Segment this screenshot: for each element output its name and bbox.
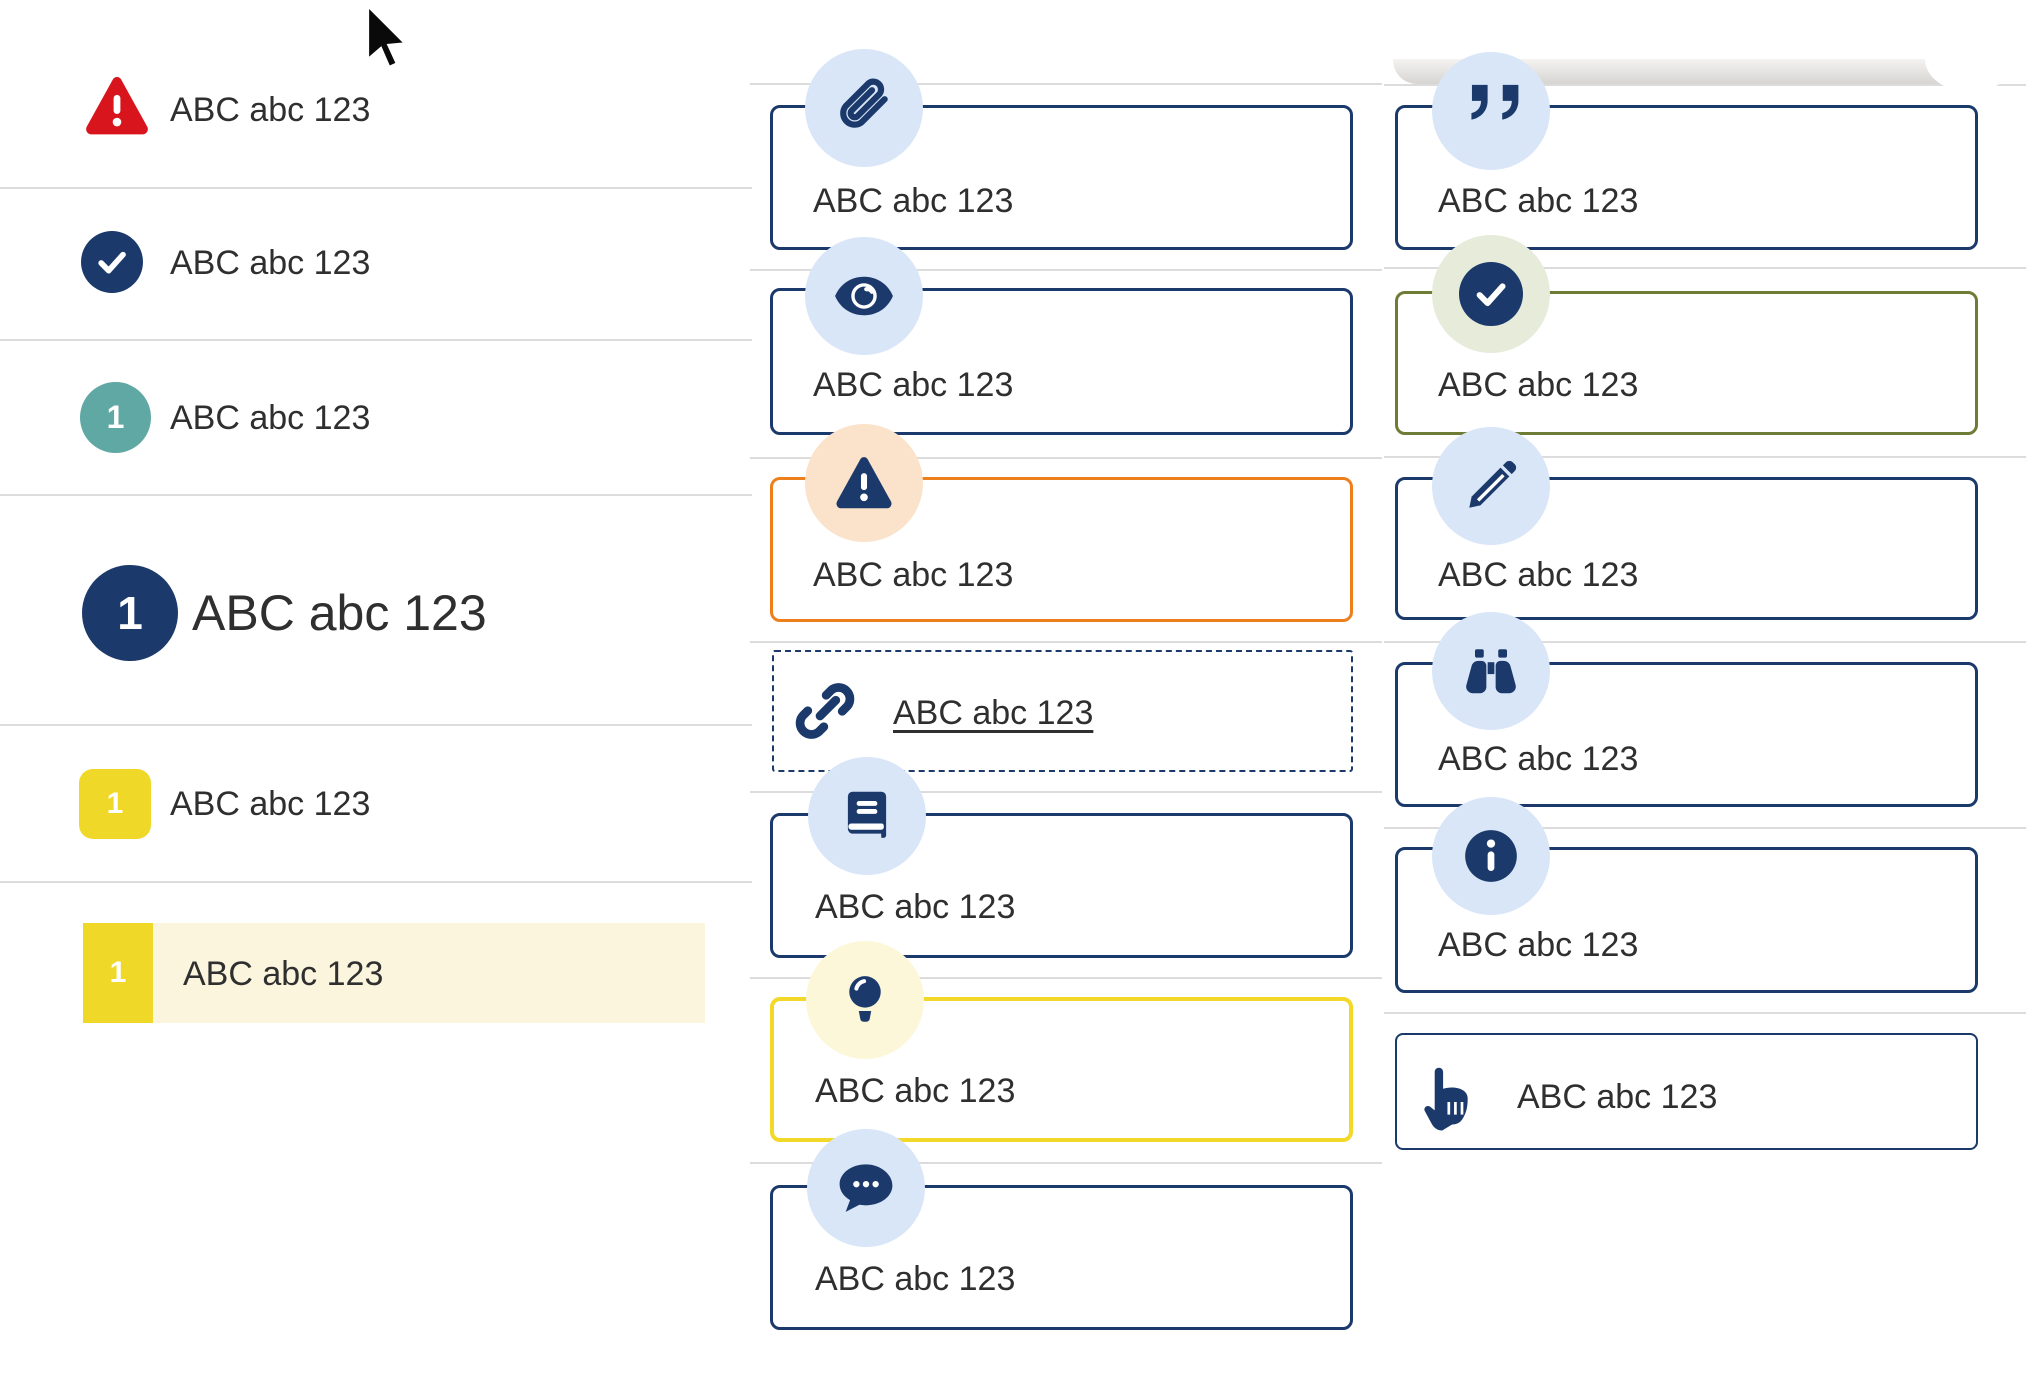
list-item-label: ABC abc 123 [170, 785, 371, 823]
divider [750, 641, 1382, 643]
number-badge-large-icon: 1 [82, 565, 178, 661]
card-label: ABC abc 123 [1517, 1078, 1718, 1116]
info-icon [1432, 797, 1550, 915]
card-label: ABC abc 123 [813, 366, 1014, 404]
callout-card-edit [1395, 477, 1978, 620]
comment-icon [807, 1129, 925, 1247]
list-item-label: ABC abc 123 [170, 399, 371, 437]
divider [1384, 456, 2026, 458]
link-icon [790, 676, 860, 746]
callout-card-warning [770, 477, 1353, 622]
list-item-label: ABC abc 123 [170, 244, 371, 282]
divider [0, 881, 752, 883]
card-label: ABC abc 123 [815, 1260, 1016, 1298]
book-icon [808, 757, 926, 875]
list-item-label: ABC abc 123 [170, 91, 371, 129]
check-circle-icon [1432, 235, 1550, 353]
divider [0, 187, 752, 189]
card-label: ABC abc 123 [1438, 366, 1639, 404]
divider [750, 1162, 1382, 1164]
divider [1384, 827, 2026, 829]
divider [750, 269, 1382, 271]
card-link-label[interactable]: ABC abc 123 [893, 694, 1094, 732]
warning-triangle-icon [805, 424, 923, 542]
mouse-cursor-icon [360, 2, 408, 74]
card-label: ABC abc 123 [1438, 740, 1639, 778]
top-sheet-curve [1925, 26, 2015, 92]
card-label: ABC abc 123 [1438, 926, 1639, 964]
card-label: ABC abc 123 [1438, 556, 1639, 594]
divider [1384, 1012, 2026, 1014]
divider [1384, 267, 2026, 269]
quote-icon [1432, 52, 1550, 170]
divider [750, 457, 1382, 459]
check-circle-icon [81, 231, 143, 293]
divider [0, 724, 752, 726]
pencil-icon [1432, 427, 1550, 545]
card-label: ABC abc 123 [813, 182, 1014, 220]
card-label: ABC abc 123 [815, 1072, 1016, 1110]
alert-triangle-icon [80, 72, 154, 140]
card-label: ABC abc 123 [1438, 182, 1639, 220]
number-badge-icon: 1 [80, 382, 151, 453]
list-item-label: ABC abc 123 [192, 585, 487, 641]
number-badge-square-icon: 1 [83, 923, 153, 1023]
divider [750, 791, 1382, 793]
binoculars-icon [1432, 612, 1550, 730]
callout-card-action[interactable] [1395, 1033, 1978, 1150]
number-badge-square-icon: 1 [79, 769, 151, 839]
divider [0, 339, 752, 341]
highlight-band [153, 923, 705, 1023]
divider [750, 977, 1382, 979]
divider [0, 494, 752, 496]
divider [750, 83, 1382, 85]
callout-card-link[interactable] [772, 650, 1353, 772]
list-item-label: ABC abc 123 [183, 955, 384, 993]
eye-icon [805, 237, 923, 355]
divider [1384, 641, 2026, 643]
divider [1384, 84, 2026, 86]
lightbulb-icon [806, 941, 924, 1059]
hand-pointer-icon [1414, 1058, 1480, 1134]
card-label: ABC abc 123 [813, 556, 1014, 594]
card-label: ABC abc 123 [815, 888, 1016, 926]
paperclip-icon [805, 49, 923, 167]
